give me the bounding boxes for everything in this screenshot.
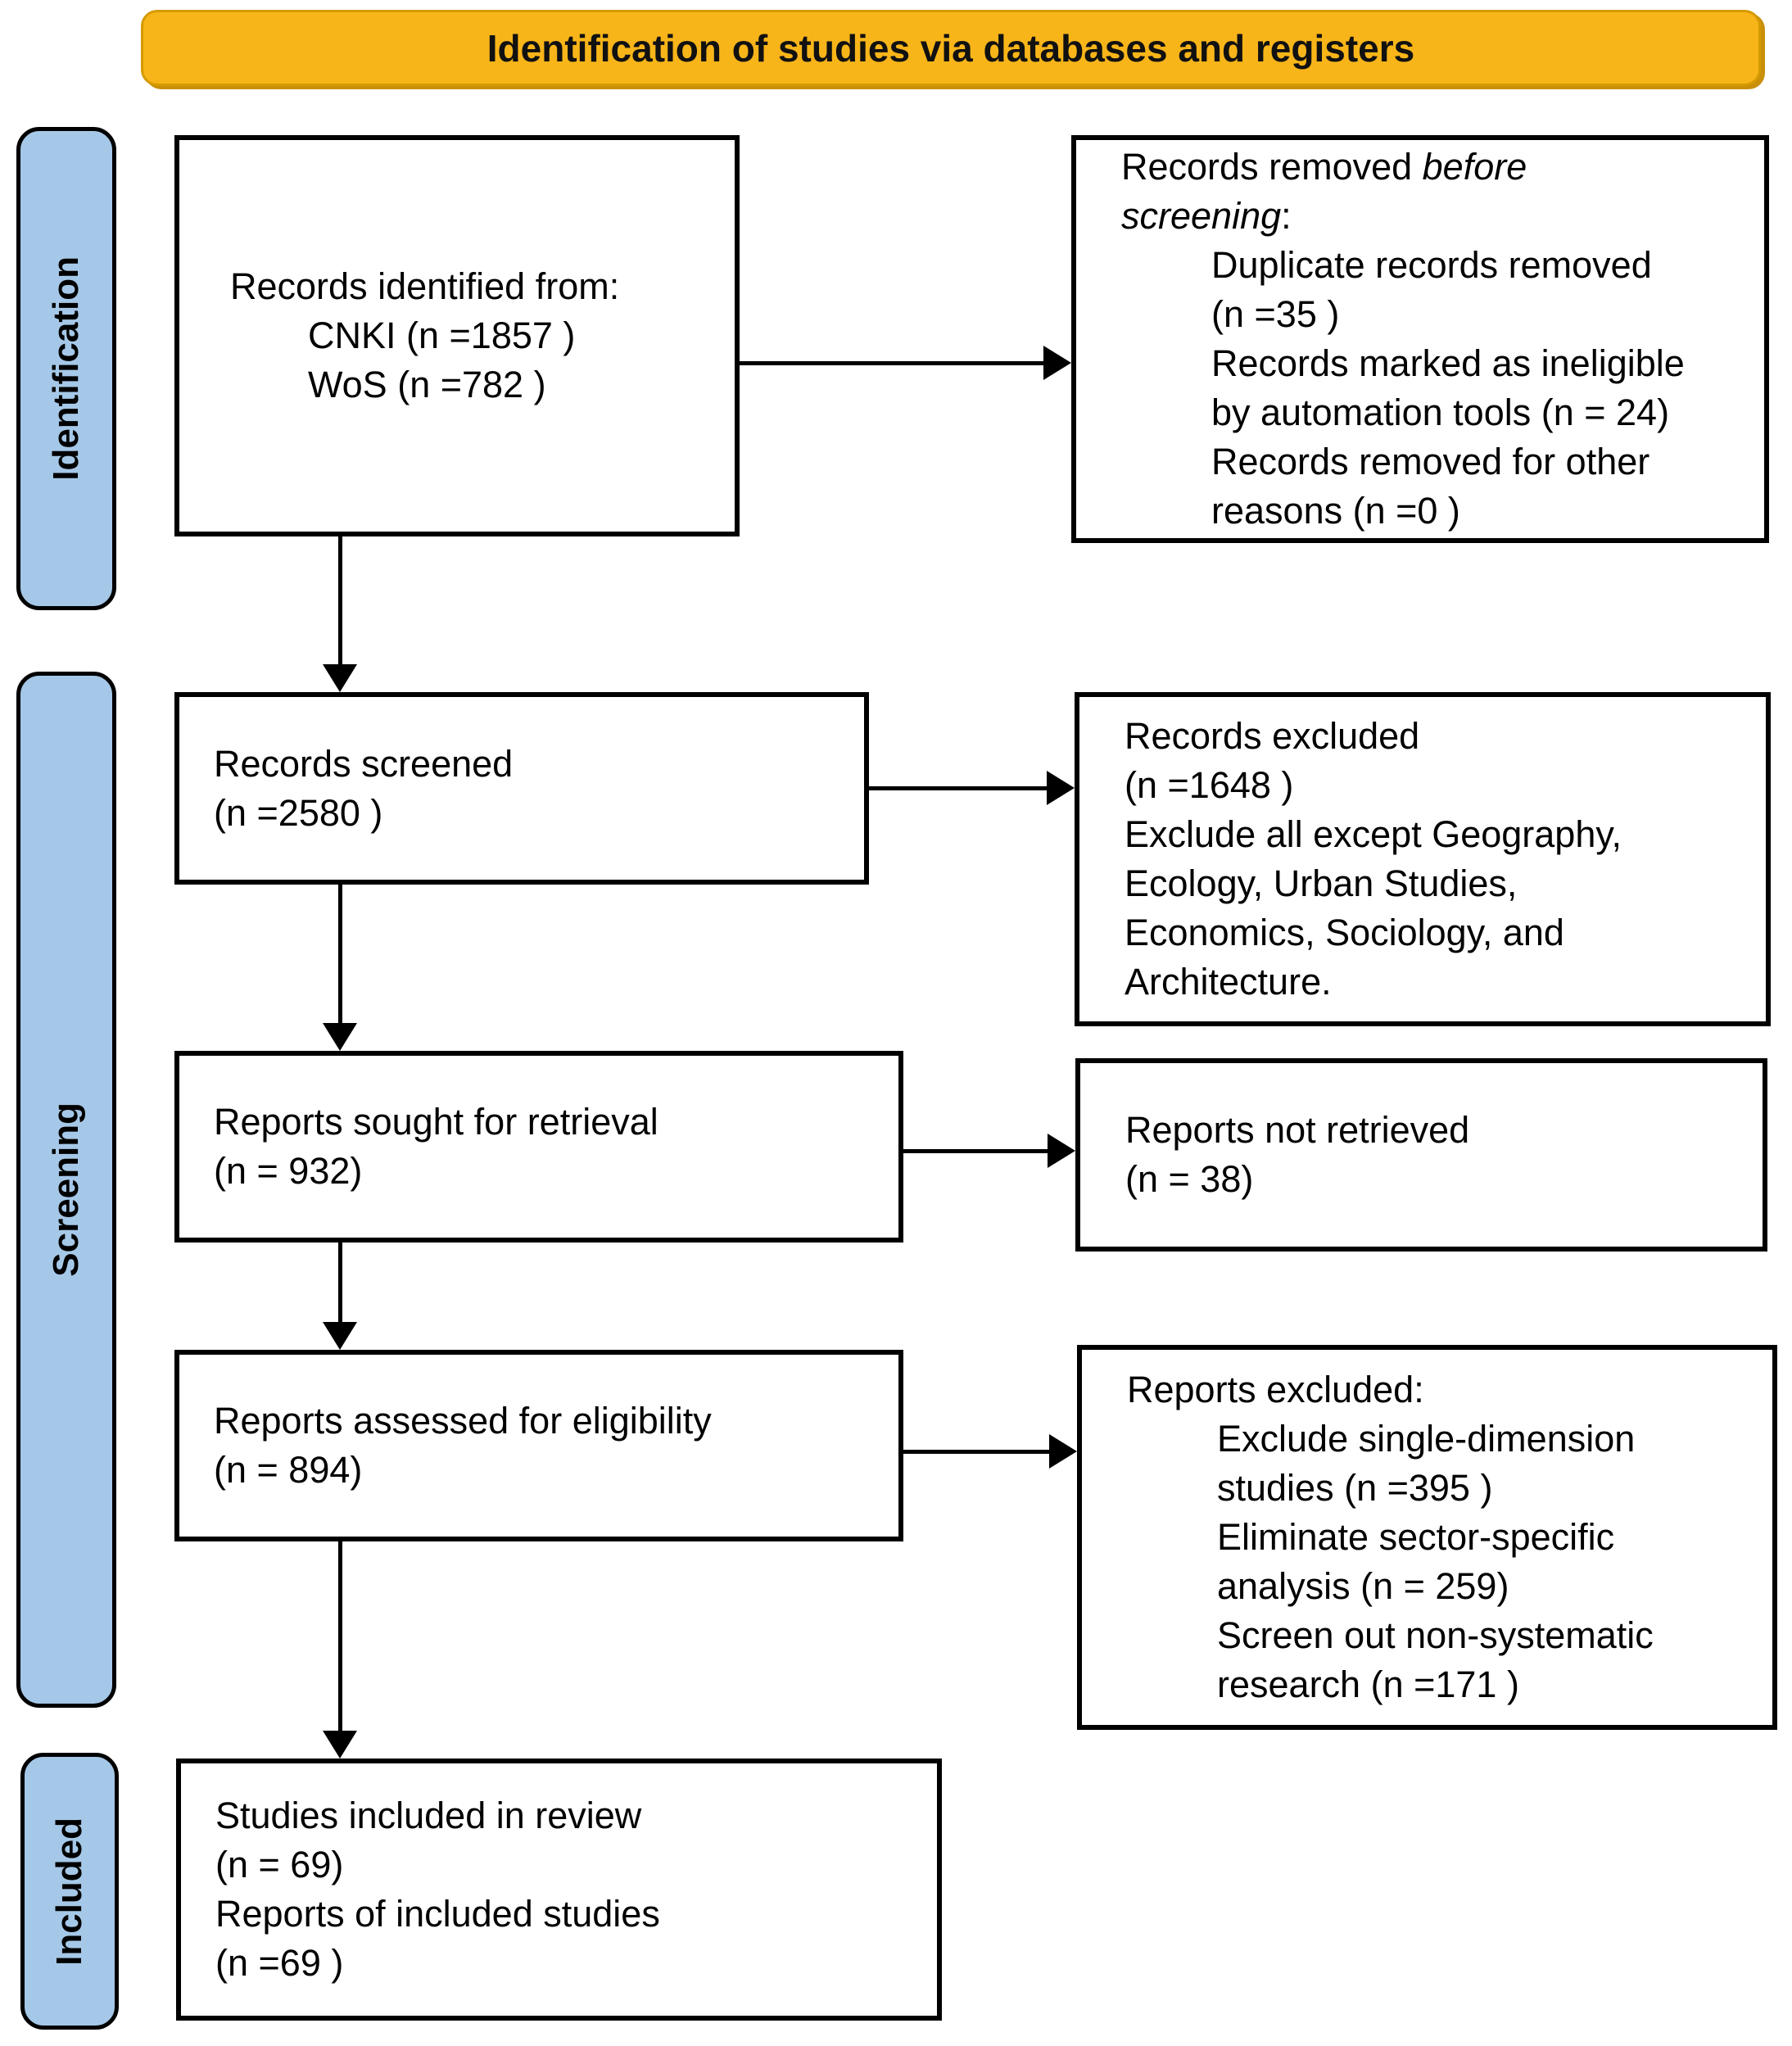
stage-label-screening: Screening [16, 672, 116, 1708]
records-identified-title: Records identified from: [230, 265, 620, 307]
reports-excluded-title: Reports excluded: [1127, 1369, 1424, 1410]
box-reports-sought: Reports sought for retrieval (n = 932) [174, 1051, 903, 1243]
stage-label-included-text: Included [49, 1817, 89, 1966]
reports-not-retrieved-text: Reports not retrieved (n = 38) [1125, 1109, 1470, 1200]
stage-label-identification: Identification [16, 127, 116, 610]
banner-title: Identification of studies via databases … [486, 26, 1415, 70]
box-reports-assessed: Reports assessed for eligibility (n = 89… [174, 1350, 903, 1541]
box-records-identified: Records identified from: CNKI (n =1857 )… [174, 135, 740, 536]
records-screened-text: Records screened (n =2580 ) [214, 742, 514, 834]
reports-assessed-text: Reports assessed for eligibility (n = 89… [214, 1400, 712, 1491]
records-removed-title: Records removed before screening: [1121, 146, 1527, 237]
box-reports-excluded: Reports excluded: Exclude single-dimensi… [1077, 1345, 1777, 1730]
records-removed-items: Duplicate records removed (n =35 ) Recor… [1211, 244, 1685, 532]
studies-included-text: Studies included in review (n = 69) Repo… [215, 1795, 660, 1984]
box-studies-included: Studies included in review (n = 69) Repo… [176, 1759, 942, 2021]
reports-sought-text: Reports sought for retrieval (n = 932) [214, 1101, 658, 1192]
box-records-removed: Records removed before screening: Duplic… [1071, 135, 1769, 543]
stage-label-included: Included [20, 1753, 119, 2030]
reports-excluded-items: Exclude single-dimension studies (n =395… [1217, 1418, 1654, 1705]
box-records-excluded: Records excluded (n =1648 ) Exclude all … [1075, 692, 1771, 1026]
box-reports-not-retrieved: Reports not retrieved (n = 38) [1075, 1058, 1767, 1252]
box-records-screened: Records screened (n =2580 ) [174, 692, 869, 885]
stage-label-identification-text: Identification [46, 256, 86, 481]
records-removed-title-italic: before screening [1121, 146, 1527, 237]
stage-label-screening-text: Screening [46, 1102, 86, 1277]
records-excluded-text: Records excluded (n =1648 ) Exclude all … [1125, 715, 1622, 1003]
banner: Identification of studies via databases … [141, 10, 1761, 86]
records-identified-items: CNKI (n =1857 ) WoS (n =782 ) [308, 315, 576, 405]
